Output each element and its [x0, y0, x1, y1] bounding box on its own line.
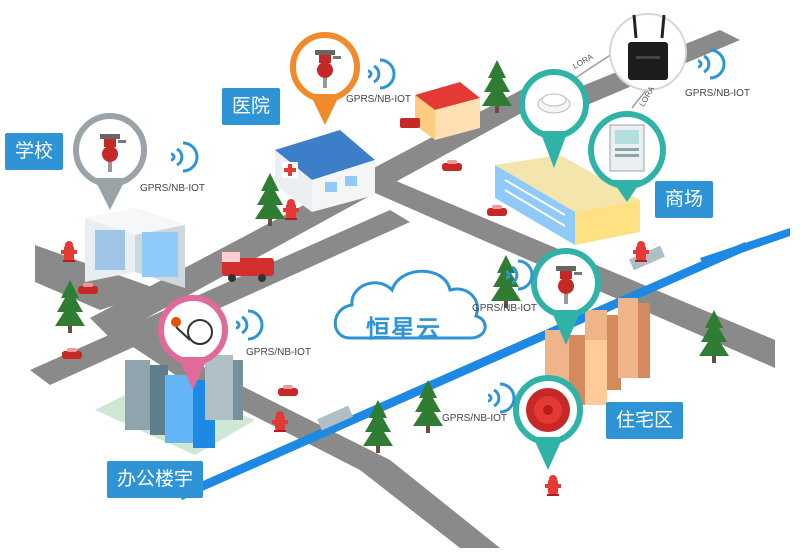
location-label-hospital[interactable]: 医院	[222, 88, 281, 125]
tree	[491, 255, 521, 308]
pin-residential[interactable]	[531, 248, 601, 345]
pin-hospital[interactable]	[290, 32, 360, 125]
location-label-school[interactable]: 学校	[5, 133, 64, 170]
wireless-signal-icon	[486, 382, 516, 414]
bridge	[629, 245, 665, 271]
pin-alarm[interactable]	[513, 375, 583, 470]
hospital-building	[275, 130, 375, 212]
fire-control-panel-icon	[609, 124, 645, 172]
pin-school[interactable]	[73, 113, 147, 210]
pin-mall-panel[interactable]	[588, 111, 666, 202]
bridge	[317, 405, 353, 431]
mall-building	[495, 155, 640, 245]
alarm-bell-icon	[526, 388, 570, 432]
office-buildings	[95, 355, 255, 455]
wireless-signal-icon	[234, 309, 264, 341]
hydrant	[545, 475, 561, 496]
car	[487, 205, 507, 216]
wireless-signal-icon	[366, 58, 396, 90]
network-label-residential: GPRS/NB-IOT	[472, 303, 538, 314]
network-label-alarm: GPRS/NB-IOT	[442, 413, 508, 424]
network-label-gateway: GPRS/NB-IOT	[685, 88, 751, 99]
smoke-detector-icon	[537, 93, 571, 114]
cloud-label: 恒星云	[366, 315, 441, 343]
lora-gateway-icon	[609, 13, 687, 91]
shop-building	[400, 82, 480, 140]
wireless-signal-icon	[169, 141, 199, 173]
network-label-hospital: GPRS/NB-IOT	[346, 94, 412, 105]
fire-truck	[222, 252, 274, 282]
location-label-residential[interactable]: 住宅区	[606, 402, 684, 439]
network-label-office: GPRS/NB-IOT	[246, 347, 312, 358]
pressure-transmitter-icon	[171, 317, 213, 345]
pin-office[interactable]	[158, 295, 228, 390]
pin-mall-smoke[interactable]	[519, 69, 589, 168]
tree	[482, 60, 512, 113]
river	[178, 228, 790, 500]
school-building	[85, 208, 185, 288]
location-label-office[interactable]: 办公楼宇	[107, 461, 204, 498]
cloud-shape	[333, 269, 487, 340]
network-label-school: GPRS/NB-IOT	[140, 183, 206, 194]
location-label-mall[interactable]: 商场	[655, 181, 714, 218]
car	[442, 160, 462, 171]
car	[278, 385, 298, 396]
